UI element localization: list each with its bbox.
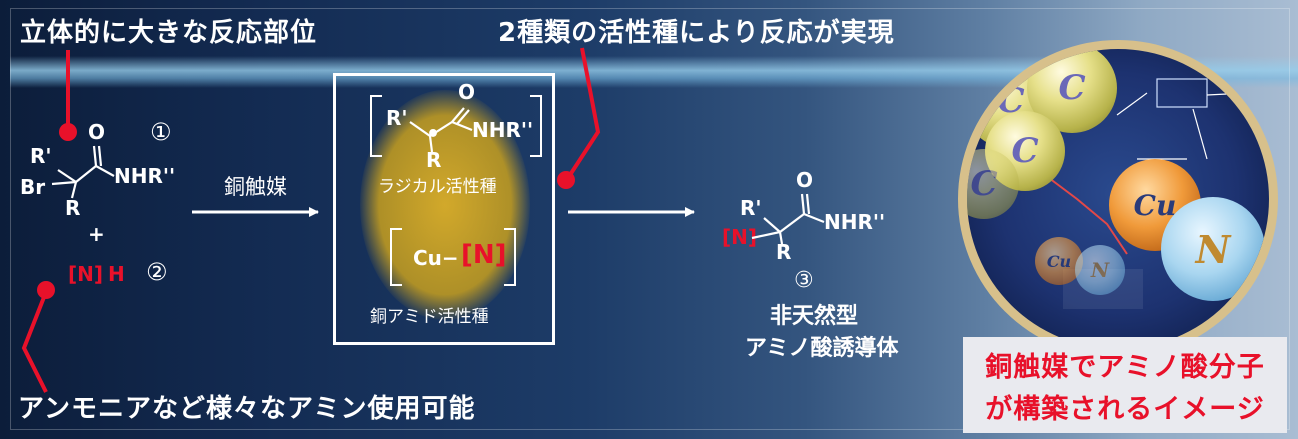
pointer-dot-top-middle <box>557 171 575 189</box>
catalyst-label: 銅触媒 <box>224 175 287 199</box>
copper-cu: Cu− <box>413 246 459 270</box>
reaction-intermediates-box <box>333 73 555 345</box>
radical-o: O <box>458 80 476 104</box>
label-large-reaction-site: 立体的に大きな反応部位 <box>20 18 318 48</box>
pointer-line-bottom-left <box>21 291 48 393</box>
pointer-line-top-middle <box>566 47 601 180</box>
amine-n: [N] <box>68 262 104 286</box>
reactant-nhr: NHR'' <box>114 164 176 188</box>
radical-nhr: NHR'' <box>472 118 534 142</box>
reactant-br: Br <box>20 175 46 199</box>
product-nhr: NHR'' <box>824 210 886 234</box>
caption-line2: が構築されるイメージ <box>985 394 1265 425</box>
caption-box: 銅触媒でアミノ酸分子 が構築されるイメージ <box>963 337 1287 433</box>
reactant-o: O <box>88 120 106 144</box>
radical-glow <box>360 90 530 320</box>
reactant-bonds <box>51 145 115 199</box>
radical-r-prime: R' <box>386 106 408 130</box>
reactant-r-prime: R' <box>30 144 52 168</box>
product-n: [N] <box>722 225 758 249</box>
pointer-dot-top-left <box>59 123 77 141</box>
bracket-left-copper <box>390 228 402 286</box>
caption-line1: 銅触媒でアミノ酸分子 <box>985 352 1265 383</box>
copper-n: [N] <box>461 240 507 270</box>
product-r-prime: R' <box>740 196 762 220</box>
product-number: ③ <box>794 268 814 293</box>
molecule-illustration: C C C C Cu N Cu N <box>958 40 1278 358</box>
amine-h: H <box>108 262 125 286</box>
product-name-line2: アミノ酸誘導体 <box>745 336 899 361</box>
product-bonds <box>751 193 825 245</box>
radical-r: R <box>426 148 442 172</box>
copper-caption: 銅アミド活性種 <box>370 307 489 327</box>
bracket-left-radical <box>370 95 382 157</box>
bracket-right-copper <box>504 228 516 286</box>
label-various-amines: アンモニアなど様々なアミン使用可能 <box>18 394 476 424</box>
product-o: O <box>796 168 814 192</box>
sphere-carbon-3: C <box>985 111 1065 191</box>
label-two-active-species: 2種類の活性種により反応が実現 <box>498 18 895 48</box>
bracket-right-radical <box>530 95 542 157</box>
radical-bonds <box>409 107 473 153</box>
reactant-r: R <box>65 196 81 220</box>
amine-number: ② <box>146 258 168 286</box>
sphere-nitrogen-small: N <box>1075 245 1125 295</box>
sphere-nitrogen: N <box>1161 197 1265 301</box>
radical-caption: ラジカル活性種 <box>378 177 497 197</box>
reactant-number: ① <box>150 118 172 146</box>
plus-sign: + <box>88 222 105 246</box>
pointer-dot-bottom-left <box>37 281 55 299</box>
product-name-line1: 非天然型 <box>770 304 859 329</box>
product-r: R <box>776 240 792 264</box>
